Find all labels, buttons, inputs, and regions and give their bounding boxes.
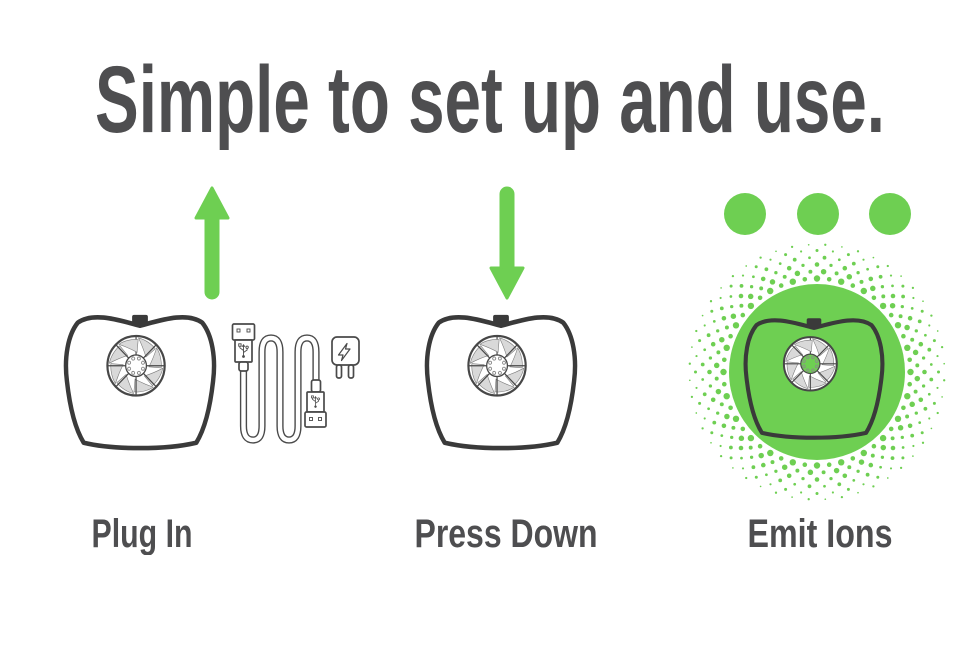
ionizer-device-icon [63,314,217,451]
usb-trident-icon [311,395,320,408]
down-arrow-icon [489,186,525,300]
three-dots-icon [724,193,911,235]
step-emit-ions: Emit Ions [680,180,960,560]
ion-dot-icon [724,193,766,235]
device-top-button [493,314,509,326]
fan-icon [106,334,166,397]
step-label-container: Plug In [92,512,193,555]
usb-cable-icon [231,323,327,444]
ion-dot-icon [869,193,911,235]
step-label: Press Down [415,512,598,555]
usb-trident-icon [238,343,249,358]
step-plug-in: Plug In [50,180,380,560]
up-arrow-icon [194,186,230,300]
step-label: Plug In [92,512,193,555]
dotted-halo-icon [688,243,946,501]
adapter-body [331,336,360,366]
usb-a-shield [231,323,256,341]
ionizer-device-icon [424,314,578,451]
fan-icon [467,334,527,397]
ion-dot-icon [796,193,839,235]
lightning-bolt-icon [337,342,351,362]
step-label: Emit Ions [748,512,893,555]
page-title-container: Simple to set up and use. [95,50,885,150]
power-adapter-icon [331,336,360,379]
step-label-container: Emit Ions [748,512,893,555]
device-top-button [132,314,148,326]
device-body-outline [743,318,885,440]
accessories-illustration [231,323,360,444]
ionizer-device-icon [743,318,885,440]
usb-b-shield [304,411,327,428]
step-label-container: Press Down [415,512,598,555]
step-press-down: Press Down [400,180,610,560]
device-top-button [806,318,822,328]
fan-icon [782,336,838,392]
page-title: Simple to set up and use. [95,50,885,150]
